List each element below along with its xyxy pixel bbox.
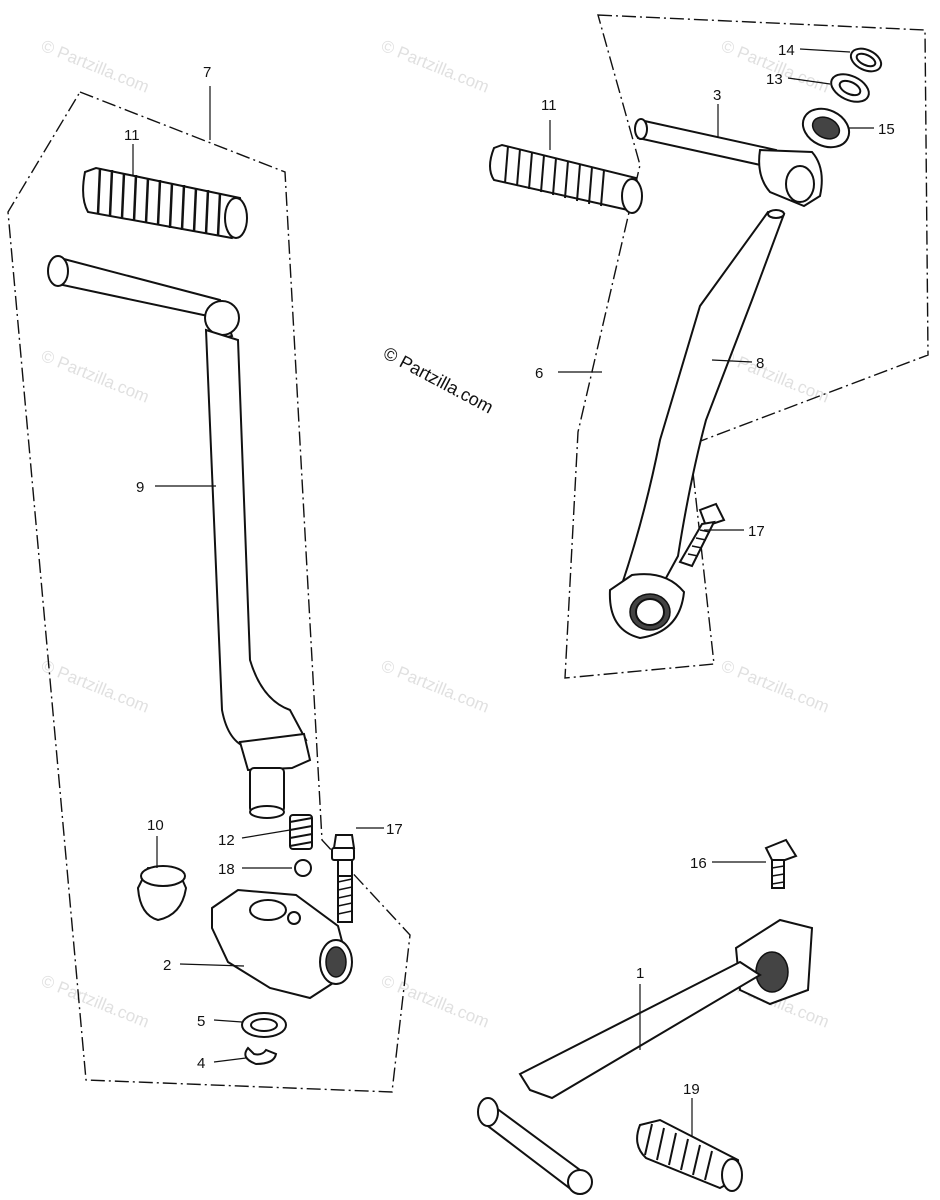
callout-17-right: 17 (748, 523, 765, 540)
callout-5: 5 (197, 1013, 205, 1030)
bolt-left (331, 834, 356, 923)
watermark-text: © Partzilla.com (719, 656, 832, 717)
right-assembly-outline (564, 14, 929, 679)
washer (241, 1012, 287, 1038)
watermark-text: © Partzilla.com (379, 656, 492, 717)
collar (136, 865, 188, 922)
oil-seal (801, 107, 851, 149)
callout-8: 8 (756, 355, 764, 372)
kick-grip-rubber-right (489, 143, 643, 214)
kick-starter-arm (47, 255, 312, 819)
callout-9: 9 (136, 479, 144, 496)
steel-ball (294, 859, 312, 877)
copyright-text: © Partzilla.com (380, 343, 496, 418)
bolt-right (678, 502, 726, 568)
callout-15: 15 (878, 121, 895, 138)
callout-1: 1 (636, 965, 644, 982)
spring (289, 814, 313, 850)
leader-lines (132, 48, 874, 1136)
watermark-text: © Partzilla.com (39, 656, 152, 717)
callout-18: 18 (218, 861, 235, 878)
kick-spindle (634, 118, 823, 208)
callout-10: 10 (147, 817, 164, 834)
callout-2: 2 (163, 957, 171, 974)
shift-pedal-rubber (636, 1118, 743, 1192)
kick-grip-rubber-left (82, 166, 248, 240)
circlip (244, 1046, 278, 1066)
callout-11-left: 11 (124, 127, 140, 144)
watermark-text: © Partzilla.com (379, 36, 492, 97)
callout-16: 16 (690, 855, 707, 872)
callout-3: 3 (713, 87, 721, 104)
callout-11-right: 11 (541, 97, 557, 114)
kick-arm-right (608, 209, 786, 640)
washer-upper (830, 73, 870, 103)
kick-starter-boss (211, 888, 353, 1000)
left-assembly-outline (7, 91, 411, 1093)
watermark-text: © Partzilla.com (39, 36, 152, 97)
callout-19: 19 (683, 1081, 700, 1098)
callout-12: 12 (218, 832, 235, 849)
callout-6: 6 (535, 365, 543, 382)
callout-14: 14 (778, 42, 795, 59)
bolt-lower (764, 838, 798, 889)
callout-7: 7 (203, 64, 211, 81)
callout-17-left: 17 (386, 821, 403, 838)
watermark-text: © Partzilla.com (379, 971, 492, 1032)
o-ring (849, 47, 883, 73)
watermark-text: © Partzilla.com (39, 346, 152, 407)
callout-labels: 7 11 9 10 12 18 17 2 5 4 11 3 14 13 15 6… (124, 42, 895, 1098)
watermark-text: © Partzilla.com (39, 971, 152, 1032)
callout-4: 4 (197, 1055, 205, 1072)
callout-13: 13 (766, 71, 783, 88)
